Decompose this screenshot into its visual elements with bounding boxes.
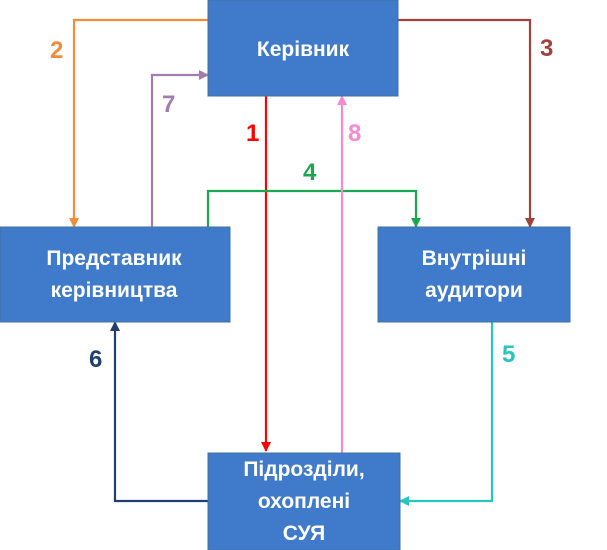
- step-number-4: 4: [303, 159, 317, 186]
- box-representative-shape: [0, 226, 231, 323]
- arrow-4: [206, 189, 421, 228]
- box-manager-shape: [207, 0, 399, 97]
- step-number-3: 3: [540, 35, 553, 62]
- box-units-label-line2: охоплені: [258, 490, 350, 513]
- step-number-6: 6: [89, 346, 102, 373]
- step-number-1: 1: [246, 120, 259, 147]
- box-auditors-label-line1: Внутрішні: [422, 247, 527, 270]
- box-units-label-line3: СУЯ: [283, 522, 326, 545]
- arrow-5: [399, 322, 494, 506]
- arrow-3: [398, 18, 535, 228]
- box-manager: Керівник: [207, 0, 399, 97]
- box-auditors-shape: [377, 226, 571, 323]
- box-representative-label-line1: Представник: [46, 247, 182, 270]
- arrow-7: [150, 70, 209, 227]
- step-number-5: 5: [502, 341, 515, 368]
- step-number-8: 8: [348, 120, 361, 147]
- arrow-6: [110, 321, 208, 503]
- step-number-2: 2: [50, 37, 63, 64]
- box-units-label-line1: Підрозділи,: [243, 458, 364, 481]
- box-units-shape: [207, 452, 401, 550]
- arrows: [69, 18, 535, 506]
- box-representative: Представник керівництва: [0, 226, 231, 323]
- box-representative-label-line2: керівництва: [51, 279, 178, 302]
- box-auditors-label-line2: аудитори: [425, 279, 523, 302]
- arrow-2: [69, 18, 208, 228]
- box-auditors: Внутрішні аудитори: [377, 226, 571, 323]
- box-manager-label: Керівник: [257, 38, 350, 61]
- step-number-7: 7: [162, 91, 175, 118]
- box-units: Підрозділи, охоплені СУЯ: [207, 452, 401, 550]
- step-numbers: 1 2 3 4 5 6 7 8: [50, 35, 553, 373]
